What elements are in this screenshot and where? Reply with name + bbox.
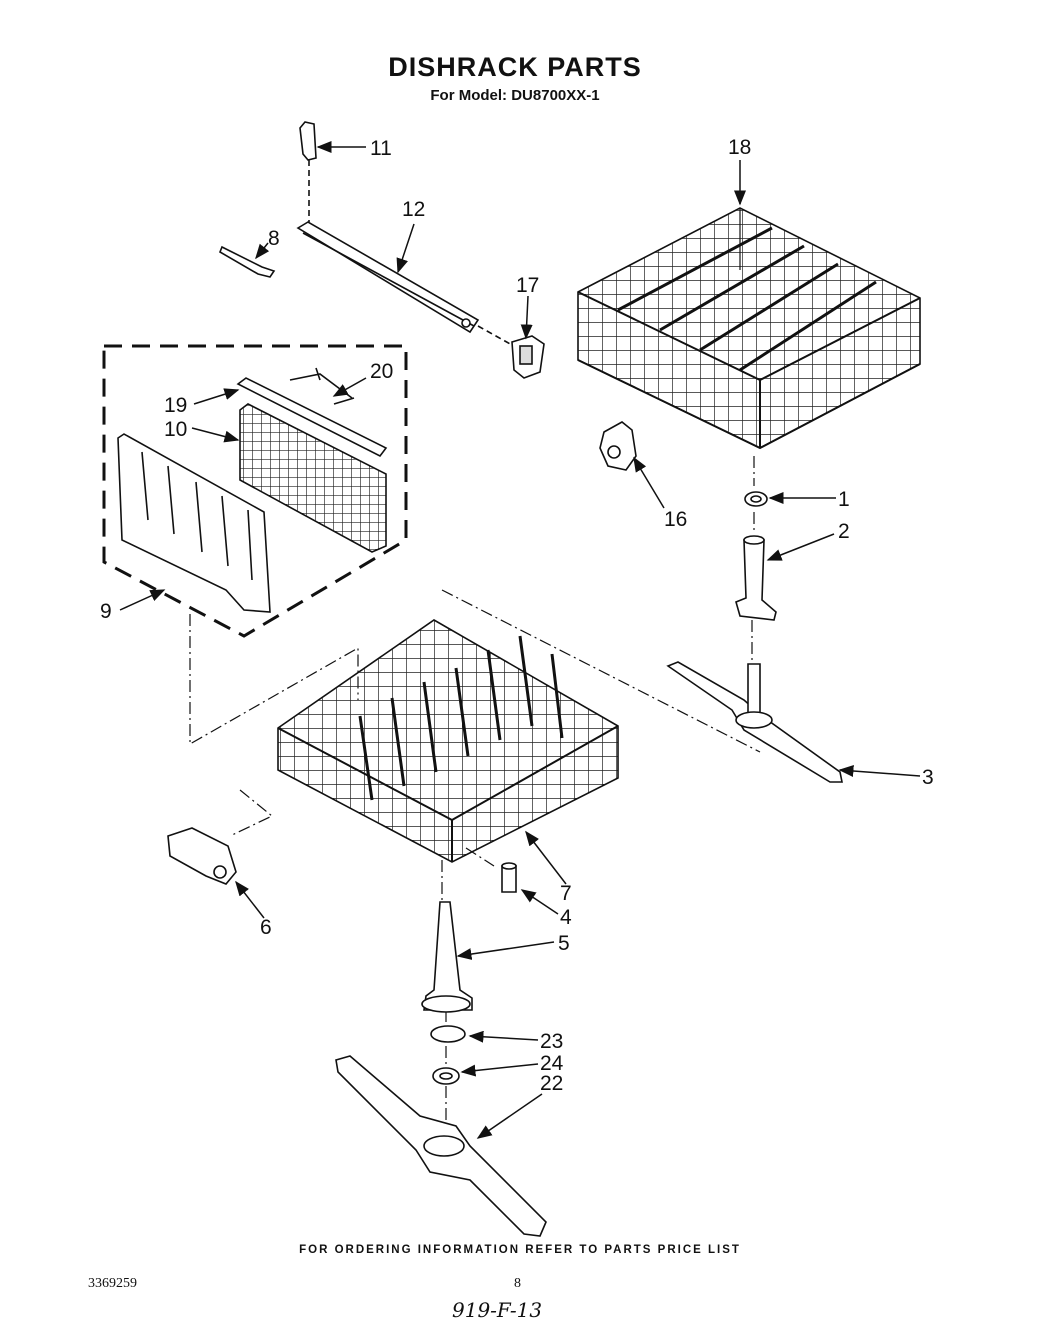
callout-5: 5 xyxy=(558,932,570,955)
part-1-ring xyxy=(744,491,768,507)
leader-lines xyxy=(119,141,921,1139)
part-17-stop xyxy=(477,325,545,379)
part-23-washer xyxy=(430,1025,466,1043)
part-11-clip xyxy=(299,121,317,222)
callout-17: 17 xyxy=(516,274,539,297)
callout-2: 2 xyxy=(838,520,850,543)
part-8-clip xyxy=(219,245,276,278)
callout-1: 1 xyxy=(838,488,850,511)
model-subtitle: For Model: DU8700XX-1 xyxy=(430,87,600,104)
callout-11: 11 xyxy=(370,137,392,160)
callout-20: 20 xyxy=(370,360,393,383)
part-3-upper-spray-arm xyxy=(666,661,843,783)
part-4-bushing xyxy=(501,862,517,893)
silverware-basket-group xyxy=(102,344,408,638)
part-18-upper-rack xyxy=(577,207,921,450)
callout-23: 23 xyxy=(540,1030,563,1053)
callout-4: 4 xyxy=(560,906,572,929)
page-number: 8 xyxy=(514,1276,521,1291)
document-number: 3369259 xyxy=(88,1276,137,1291)
callout-9: 9 xyxy=(100,600,112,623)
part-7-lower-rack xyxy=(277,619,619,863)
callout-24: 24 xyxy=(540,1052,564,1075)
callout-labels: 11 12 8 17 18 20 19 10 9 16 1 2 3 7 4 5 … xyxy=(100,136,934,1095)
callout-16: 16 xyxy=(664,508,687,531)
callout-18: 18 xyxy=(728,136,751,159)
callout-19: 19 xyxy=(164,394,187,417)
part-6-bracket xyxy=(167,827,237,885)
alignment-lines xyxy=(189,456,761,1130)
part-5-tube xyxy=(421,901,473,1013)
ordering-note: FOR ORDERING INFORMATION REFER TO PARTS … xyxy=(299,1244,741,1256)
handwritten-note: 919-F-13 xyxy=(452,1298,543,1322)
part-22-lower-spray-arm xyxy=(335,1055,547,1237)
callout-7: 7 xyxy=(560,882,572,905)
part-2-tube xyxy=(735,535,777,621)
callout-12: 12 xyxy=(402,198,425,221)
callout-6: 6 xyxy=(260,916,272,939)
part-12-track xyxy=(296,221,480,334)
callout-8: 8 xyxy=(268,227,280,250)
callout-10: 10 xyxy=(164,418,187,441)
callout-3: 3 xyxy=(922,766,934,789)
callout-22: 22 xyxy=(540,1072,563,1095)
part-24-seal xyxy=(432,1067,460,1085)
page-title: DISHRACK PARTS xyxy=(388,52,642,82)
part-16-bracket xyxy=(599,421,637,471)
